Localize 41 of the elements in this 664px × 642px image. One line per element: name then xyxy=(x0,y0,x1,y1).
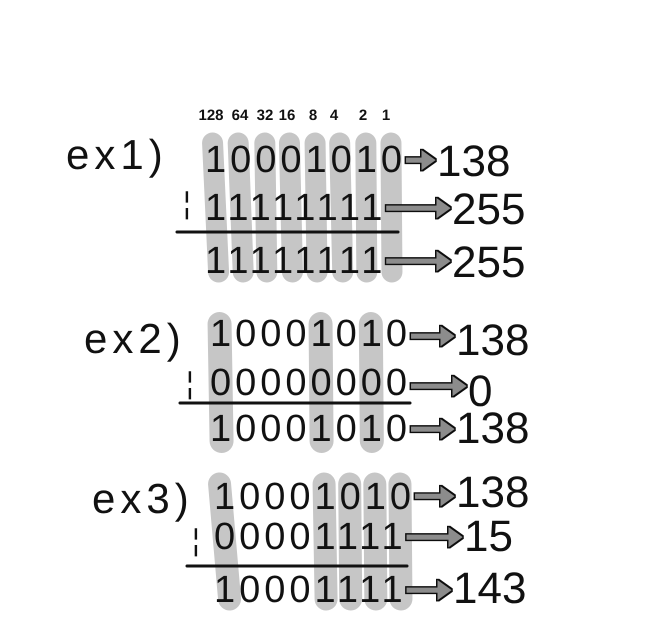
arrow xyxy=(411,376,468,396)
arrow xyxy=(411,419,456,440)
decimal-value: 138 xyxy=(456,321,530,361)
binary-number: 10001010 xyxy=(210,412,412,446)
arrow xyxy=(415,486,456,506)
decimal-value: 138 xyxy=(456,473,530,513)
arrow xyxy=(406,150,437,170)
bit-weight: 128 xyxy=(198,108,224,123)
binary-number: 10001010 xyxy=(210,317,412,352)
decimal-value: 0 xyxy=(468,372,492,412)
bit-weight: 2 xyxy=(358,108,368,123)
bit-weight: 16 xyxy=(278,108,296,123)
or-operator: ¦ xyxy=(186,369,194,399)
bit-weight: 32 xyxy=(256,108,274,123)
binary-number: 10001010 xyxy=(214,480,416,514)
binary-number: 00001111 xyxy=(214,520,407,554)
decimal-value: 138 xyxy=(437,142,510,182)
arrow xyxy=(386,251,452,272)
or-operator: ¦ xyxy=(192,526,200,556)
decimal-value: 138 xyxy=(456,409,530,449)
bit-weight: 8 xyxy=(308,108,318,123)
decimal-value: 15 xyxy=(464,517,513,557)
arrow xyxy=(411,326,456,346)
binary-number: 10001010 xyxy=(205,143,406,178)
arrow xyxy=(386,198,452,218)
arrow xyxy=(406,527,464,548)
or-operator: ¦ xyxy=(183,189,191,219)
binary-number: 11111111 xyxy=(205,244,386,278)
decimal-value: 255 xyxy=(452,243,526,283)
bit-weight: 4 xyxy=(330,108,338,123)
binary-number: 10001111 xyxy=(214,573,407,608)
example-label: ex1) xyxy=(66,134,168,176)
decimal-value: 255 xyxy=(452,190,526,230)
binary-number: 00000000 xyxy=(210,366,412,400)
bit-weight: 1 xyxy=(382,108,390,123)
example-label: ex3) xyxy=(92,478,194,520)
arrow xyxy=(406,580,453,600)
decimal-value: 143 xyxy=(453,569,526,609)
bit-weight: 64 xyxy=(232,108,248,123)
binary-number: 11111111 xyxy=(205,191,386,226)
example-label: ex2) xyxy=(84,318,186,360)
